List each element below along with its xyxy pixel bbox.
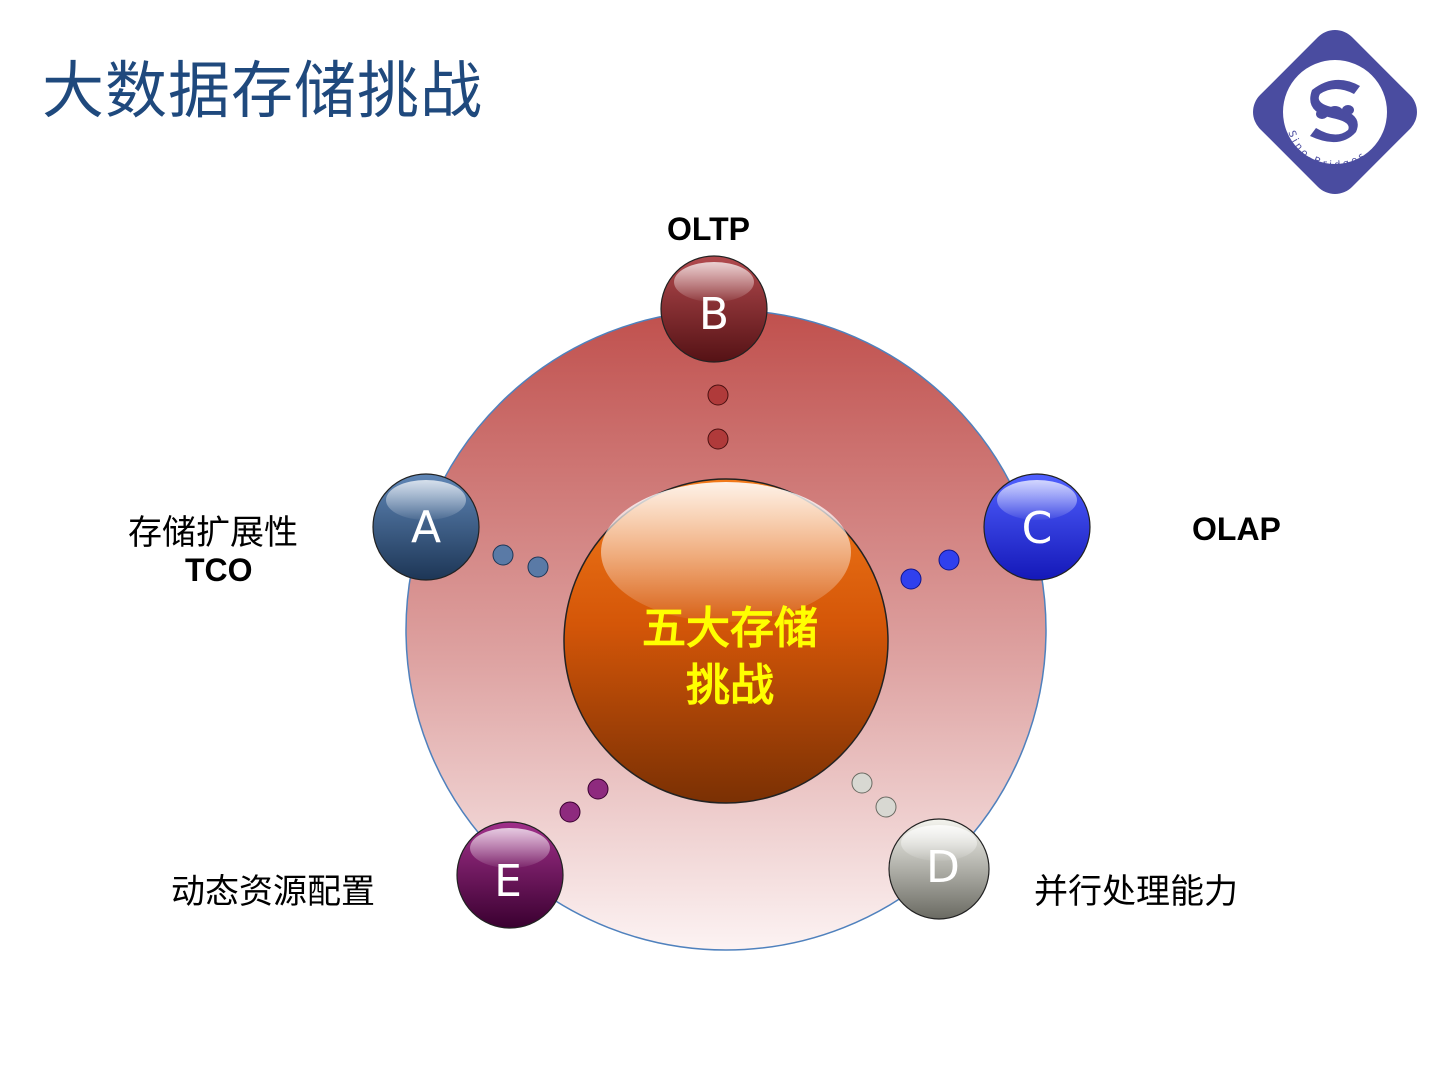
label-e: 动态资源配置	[171, 872, 375, 912]
connector-dots-d	[851, 772, 897, 818]
label-d: 并行处理能力	[1034, 872, 1238, 912]
sino-bridges-logo: Sino-Bridges	[1253, 30, 1417, 194]
node-c-letter: C	[1022, 503, 1053, 554]
connector-dots-c	[900, 549, 960, 590]
connector-dots-b	[707, 384, 729, 450]
center-sphere: 五大存储 挑战	[563, 478, 889, 804]
node-e-letter: E	[494, 856, 522, 907]
node-b: B	[660, 255, 768, 363]
node-d: D	[888, 818, 990, 920]
connector-dots-e	[559, 778, 609, 823]
label-c: OLAP	[1192, 511, 1281, 547]
node-d-letter: D	[926, 842, 960, 893]
label-a-line2: TCO	[185, 552, 253, 588]
label-a-line1: 存储扩展性	[128, 513, 298, 553]
node-b-letter: B	[699, 289, 729, 340]
page-title: 大数据存储挑战	[42, 54, 484, 127]
center-text-line2: 挑战	[686, 660, 774, 711]
connector-dots-a	[492, 544, 549, 578]
node-c: C	[983, 473, 1091, 581]
node-a: A	[372, 473, 480, 581]
node-a-letter: A	[411, 502, 441, 553]
center-text-line1: 五大存储	[642, 603, 818, 654]
node-e: E	[456, 821, 564, 929]
label-b: OLTP	[667, 211, 750, 247]
